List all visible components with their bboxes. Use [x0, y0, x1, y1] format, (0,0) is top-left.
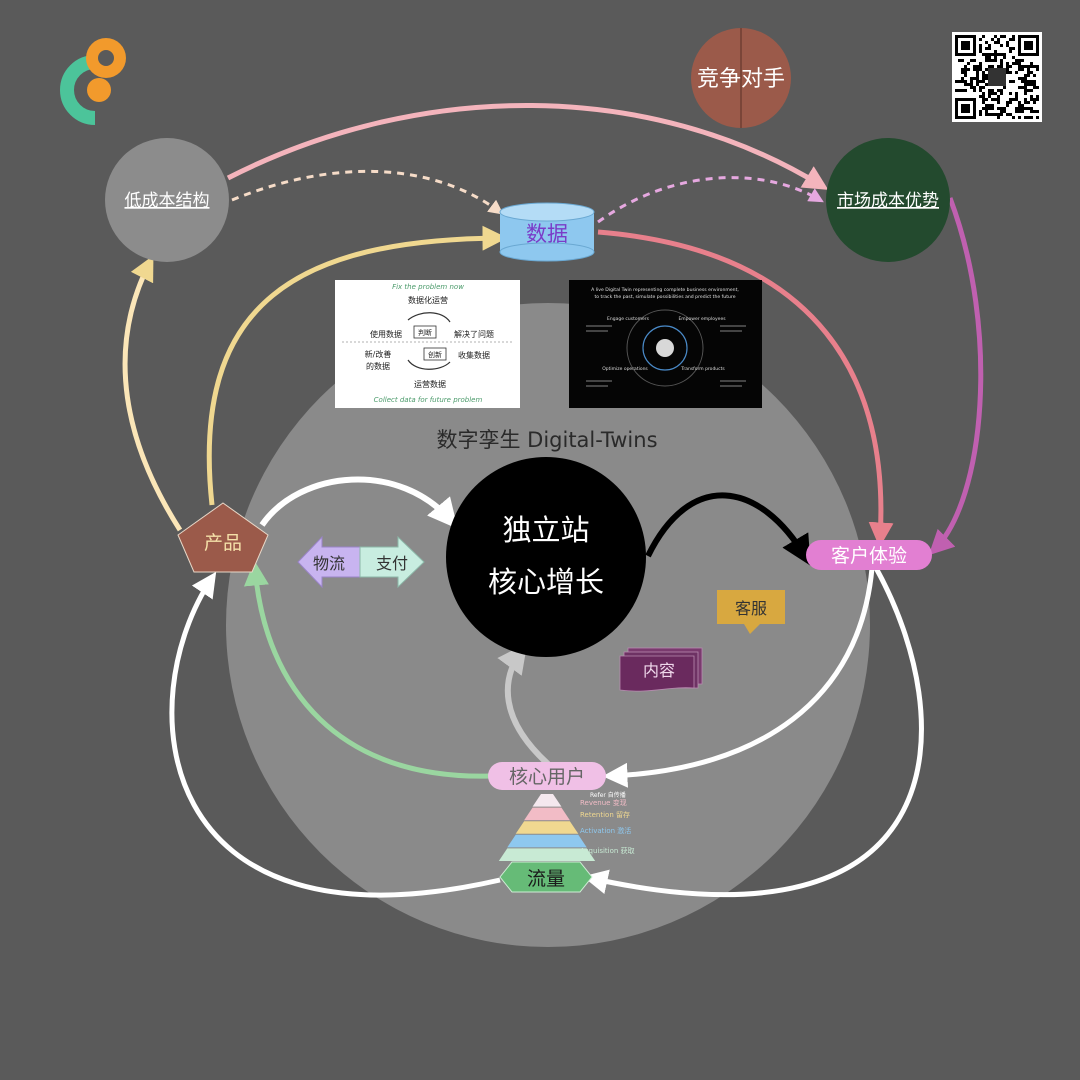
content-label: 内容 [643, 661, 675, 680]
card-left-new-2: 的数据 [366, 361, 390, 371]
content-node: 内容 [619, 647, 703, 692]
service-label: 客服 [735, 599, 767, 618]
funnel-label: Refer 自传播 [590, 791, 626, 799]
arrow-core-to-customer [645, 492, 811, 566]
funnel-label: Activation 激活 [580, 826, 631, 835]
card-right-q3: Optimize operations [602, 366, 648, 372]
funnel-level [507, 834, 587, 848]
arrow-market-to-customer [928, 197, 984, 556]
arrow-lowcost-to-market [226, 103, 829, 190]
card-right-q2: Empower employees [678, 316, 726, 322]
core-line-2: 核心增长 [488, 565, 604, 599]
card-right-title-2: to track the past, simulate possibilitie… [594, 294, 735, 300]
card-left-ops-data: 运营数据 [414, 379, 446, 389]
payment-label: 支付 [376, 554, 408, 573]
core-growth-node: 独立站 核心增长 [446, 457, 646, 657]
low-cost-label: 低成本结构 [125, 191, 210, 211]
card-left-top: Fix the problem now [392, 283, 464, 291]
arrow-lowcost-to-data-dashed [231, 169, 504, 215]
card-left-new-1: 新/改善 [365, 349, 392, 359]
arrow-product-to-data [206, 225, 508, 506]
arrow-coreuser-to-product [243, 560, 491, 779]
card-left-title: 数据化运营 [408, 295, 448, 305]
funnel-label: Revenue 变现 [580, 798, 627, 807]
digital-twins-title: 数字孪生 Digital-Twins [436, 428, 657, 452]
service-node: 客服 [717, 590, 785, 634]
card-right-q1: Engage customers [607, 316, 650, 322]
funnel-label: Retention 留存 [580, 810, 630, 819]
logistics-label: 物流 [313, 554, 345, 573]
card-left-use-data: 使用数据 [370, 329, 402, 339]
arrow-customer-to-traffic [582, 566, 924, 898]
card-right-q4: Transform products [680, 366, 725, 372]
logistics-payment-arrow: 物流 支付 [297, 535, 425, 589]
data-label: 数据 [526, 222, 568, 246]
arrow-data-to-market-dashed [597, 176, 824, 224]
card-left-bottom: Collect data for future problem [374, 396, 483, 404]
market-cost-node: 市场成本优势 [826, 138, 950, 262]
digital-twin-card: A live Digital Twin representing complet… [569, 280, 762, 408]
card-left-judge: 判断 [418, 328, 432, 337]
arrow-traffic-to-product [169, 571, 501, 898]
arrow-product-to-core [259, 476, 458, 529]
low-cost-node: 低成本结构 [105, 138, 229, 262]
funnel-level [532, 794, 562, 807]
funnel-label: Acquisition 获取 [580, 846, 635, 855]
competitor-node: 竞争对手 [691, 28, 791, 128]
arrow-customer-to-coreuser [602, 567, 875, 788]
core-user-label: 核心用户 [509, 766, 585, 788]
funnel-level [498, 848, 596, 861]
funnel-level [524, 807, 570, 821]
core-user-node: 核心用户 [488, 762, 606, 790]
arrow-coreuser-to-core [497, 642, 551, 767]
core-line-1: 独立站 [502, 513, 589, 547]
qr-code [952, 32, 1042, 122]
product-node: 产品 [177, 502, 269, 573]
card-left-collect: 收集数据 [458, 350, 490, 360]
arrow-product-to-lowcost [122, 255, 183, 532]
traffic-label: 流量 [527, 868, 565, 890]
market-cost-label: 市场成本优势 [837, 191, 939, 211]
customer-label: 客户体验 [831, 545, 907, 567]
logo-icon [60, 38, 126, 125]
card-left-innovate: 创新 [428, 350, 442, 359]
data-operation-card: Fix the problem now 数据化运营 使用数据 判断 解决了问题 … [335, 280, 520, 408]
product-label: 产品 [204, 532, 242, 554]
card-left-solved: 解决了问题 [454, 329, 494, 339]
data-node: 数据 [499, 202, 595, 262]
funnel-level [515, 821, 579, 834]
customer-experience-node: 客户体验 [806, 540, 932, 570]
card-right-title-1: A live Digital Twin representing complet… [591, 287, 739, 293]
traffic-node: 流量 [499, 861, 593, 893]
arrow-data-to-customer [597, 229, 894, 548]
competitor-label: 竞争对手 [697, 67, 785, 92]
